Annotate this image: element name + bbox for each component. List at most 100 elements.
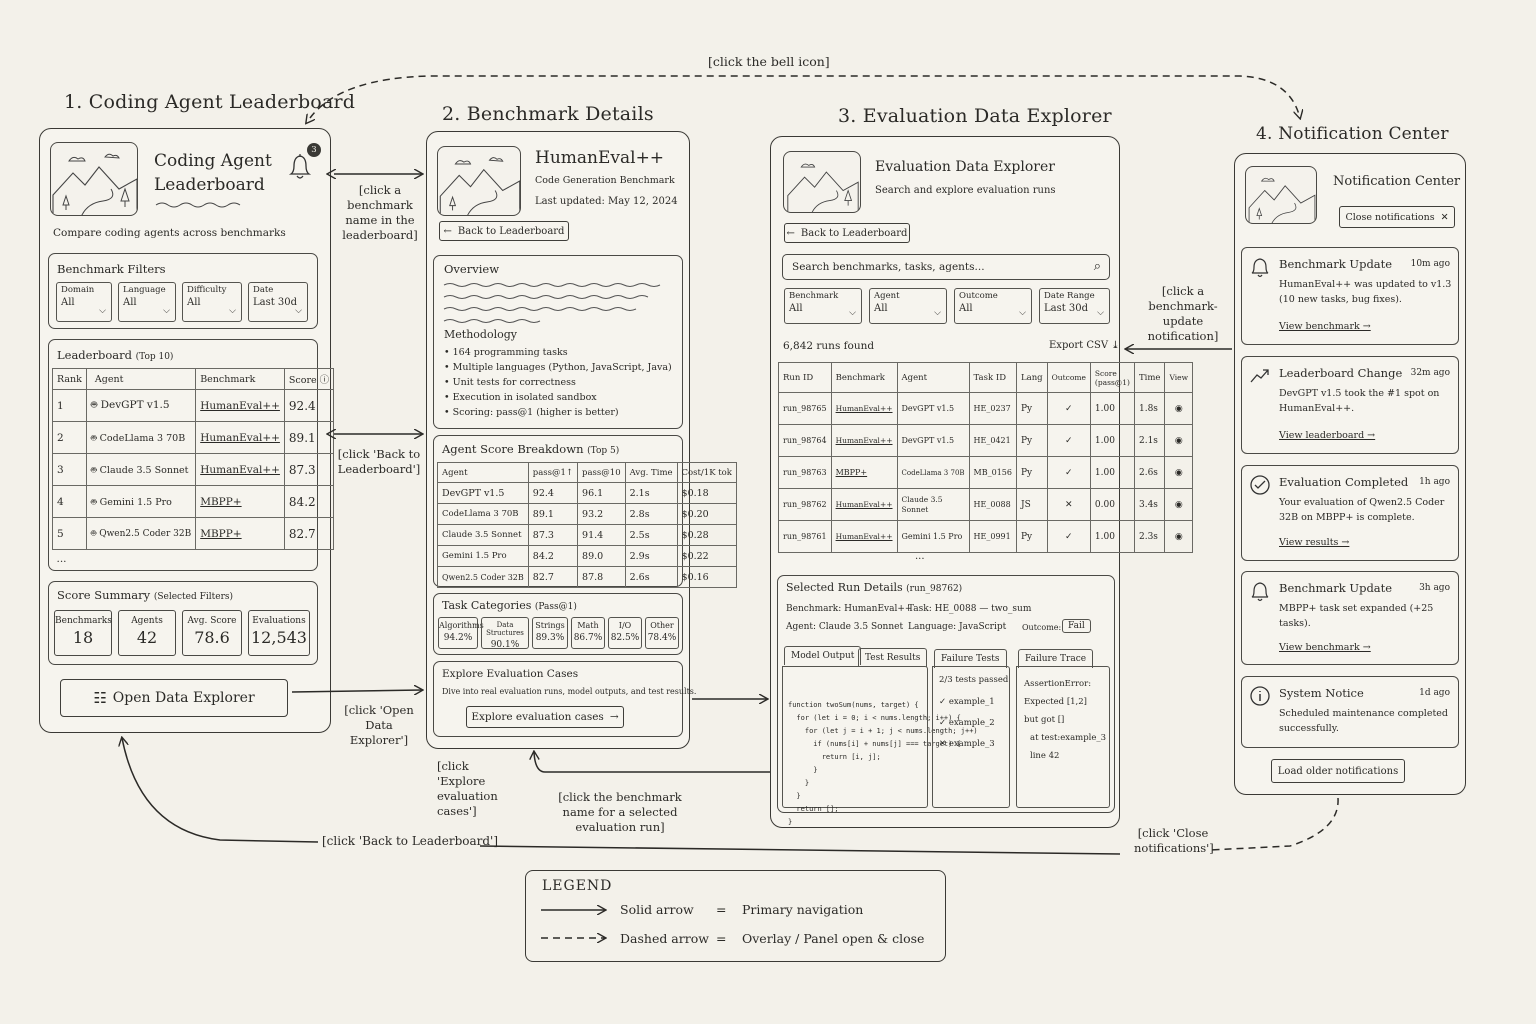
rank-cell: 4 (52, 485, 87, 518)
back-to-leaderboard-button[interactable]: ←Back to Leaderboard (784, 223, 910, 243)
load-older-notifications-button[interactable]: Load older notifications (1271, 759, 1405, 783)
benchmark-link[interactable]: HumanEval++ (195, 453, 285, 486)
selected-run-details-panel: Selected Run Details (run_98762) Benchma… (777, 575, 1115, 826)
test-item: ✓ example_2 (939, 718, 995, 728)
annotation-back-leaderboard-bottom: [click 'Back to Leaderboard'] (322, 834, 499, 848)
table-row[interactable]: 1 🤖︎ DevGPT v1.5 HumanEval++ 92.4 (52, 389, 335, 422)
annotation-close-notifications: [click 'Close notifications'] (1134, 826, 1214, 855)
categories-subtitle: (Pass@1) (534, 602, 577, 612)
view-benchmark-link[interactable]: View benchmark → (1279, 321, 1371, 332)
table-row[interactable]: run_98764 HumanEval++ DevGPT v1.5 HE_042… (778, 424, 1194, 457)
detail-outcome-label: Outcome: (1022, 623, 1062, 632)
test-item: ✕ example_3 (939, 739, 995, 749)
runs-header-row: Run ID Benchmark Agent Task ID Lang Outc… (778, 362, 1194, 393)
benchmark-link[interactable]: HumanEval++ (195, 421, 285, 454)
landscape-logo (437, 146, 521, 216)
notification-item[interactable]: Leaderboard Change 32m ago DevGPT v1.5 t… (1241, 356, 1459, 454)
model-output-panel: function twoSum(nums, target) { for (let… (782, 666, 978, 826)
close-notifications-button[interactable]: Close notifications✕ (1339, 206, 1455, 228)
tab-test-results[interactable]: Test Results (858, 648, 928, 667)
last-updated: Last updated: May 12, 2024 (535, 196, 678, 207)
table-row[interactable]: 4 🤖︎ Gemini 1.5 Pro MBPP+ 84.2 (52, 485, 335, 518)
open-data-explorer-button[interactable]: ☷ Open Data Explorer (60, 679, 288, 717)
eye-icon[interactable]: ◉ (1164, 520, 1194, 553)
explore-evaluation-cases-button[interactable]: Explore evaluation cases→ (466, 706, 624, 728)
rank-cell: 5 (52, 517, 87, 550)
more-rows: ... (915, 551, 925, 562)
breakdown-header-row: Agent pass@1↑ pass@10 Avg. Time Cost/1K … (437, 462, 737, 483)
benchmark-link[interactable]: HumanEval++ (830, 520, 898, 553)
search-icon[interactable]: ⌕ (1093, 259, 1101, 274)
explore-description: Dive into real evaluation runs, model ou… (442, 687, 697, 696)
back-to-leaderboard-button[interactable]: ←Back to Leaderboard (439, 221, 569, 241)
filters-title: Benchmark Filters (57, 262, 166, 276)
methodology-list: • 164 programming tasks • Multiple langu… (444, 345, 672, 420)
table-row[interactable]: 5 🤖︎ Qwen2.5 Coder 32B MBPP+ 82.7 (52, 517, 335, 550)
eye-icon[interactable]: ◉ (1164, 456, 1194, 489)
notification-item[interactable]: Benchmark Update 10m ago HumanEval++ was… (1241, 247, 1459, 345)
table-row[interactable]: 2 🤖︎ CodeLlama 3 70B HumanEval++ 89.1 (52, 421, 335, 454)
info-icon: ⓘ (319, 375, 330, 386)
leaderboard-panel: Leaderboard (Top 10) Rank Agent Benchmar… (48, 339, 335, 571)
search-input[interactable]: Search benchmarks, tasks, agents... ⌕ (782, 254, 1110, 280)
score-summary-panel: Score Summary (Selected Filters) Benchma… (48, 581, 318, 665)
benchmark-link[interactable]: MBPP+ (830, 456, 898, 489)
landscape-logo (1245, 166, 1317, 224)
tab-failure-tests[interactable]: Failure Tests (934, 649, 1007, 668)
eye-icon[interactable]: ◉ (1164, 488, 1194, 521)
explorer-title: Evaluation Data Explorer (875, 159, 1055, 175)
landscape-logo (50, 142, 138, 216)
notification-item[interactable]: System Notice 1d ago Scheduled maintenan… (1241, 676, 1459, 748)
view-benchmark-link[interactable]: View benchmark → (1279, 642, 1371, 653)
benchmark-link[interactable]: HumanEval++ (195, 389, 285, 422)
benchmark-for-run-arrow (534, 752, 770, 773)
details-run-id: (run_98762) (906, 584, 963, 594)
table-row[interactable]: run_98763 MBPP+ CodeLlama 3 70B MB_0156 … (778, 456, 1194, 489)
robot-icon: 🤖︎ (90, 464, 97, 476)
notification-bell-button[interactable]: 3 (287, 143, 321, 181)
benchmark-subtitle: Code Generation Benchmark (535, 175, 675, 186)
bell-icon (1251, 582, 1269, 602)
benchmark-link[interactable]: MBPP+ (195, 517, 285, 550)
table-row[interactable]: run_98762 HumanEval++ Claude 3.5 Sonnet … (778, 488, 1194, 521)
agent-cell: 🤖︎ Claude 3.5 Sonnet (85, 453, 197, 486)
table-row[interactable]: run_98761 HumanEval++ Gemini 1.5 Pro HE_… (778, 520, 1194, 553)
table-row[interactable]: 3 🤖︎ Claude 3.5 Sonnet HumanEval++ 87.3 (52, 453, 335, 486)
tab-failure-trace[interactable]: Failure Trace (1018, 649, 1094, 668)
eye-icon[interactable]: ◉ (1164, 424, 1194, 457)
notification-item[interactable]: Evaluation Completed 1h ago Your evaluat… (1241, 465, 1459, 561)
notification-item[interactable]: Benchmark Update 3h ago MBPP+ task set e… (1241, 571, 1459, 665)
annotation-explore-cases: [click 'Explore evaluation cases'] (437, 759, 498, 818)
table-row[interactable]: run_98765 HumanEval++ DevGPT v1.5 HE_023… (778, 392, 1194, 425)
benchmark-link[interactable]: HumanEval++ (830, 392, 898, 425)
benchmark-link[interactable]: HumanEval++ (830, 488, 898, 521)
notification-center-screen: Notification Center Close notifications✕… (1234, 153, 1466, 795)
check-icon: ✓ (939, 697, 947, 707)
eye-icon[interactable]: ◉ (1164, 392, 1194, 425)
landscape-icon (1248, 177, 1316, 223)
pass-icon: ✓ (1046, 424, 1091, 457)
legend-dashed-meaning: Overlay / Panel open & close (742, 931, 925, 946)
view-results-link[interactable]: View results → (1279, 537, 1350, 548)
tab-model-output[interactable]: Model Output (784, 646, 862, 665)
col-benchmark: Benchmark (195, 368, 285, 390)
benchmark-link[interactable]: HumanEval++ (830, 424, 898, 457)
benchmark-link[interactable]: MBPP+ (195, 485, 285, 518)
close-icon: ✕ (1440, 211, 1449, 223)
export-csv-button[interactable]: Export CSV ⤓ (1049, 340, 1120, 351)
view-leaderboard-link[interactable]: View leaderboard → (1279, 430, 1376, 441)
